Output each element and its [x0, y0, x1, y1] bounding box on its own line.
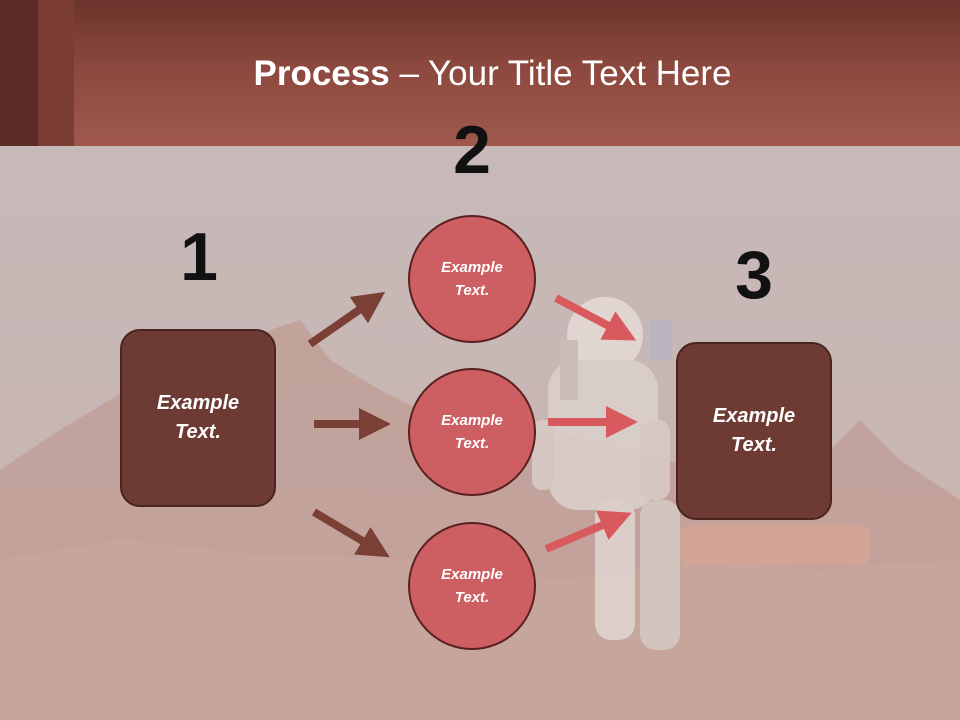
astronaut-figure [532, 297, 680, 650]
step-box-left[interactable]: Example Text. [120, 329, 276, 507]
step-circle-middle-text: Example Text. [441, 412, 503, 452]
step-circle-top[interactable]: Example Text. [408, 215, 536, 343]
step-circle-bottom-text: Example Text. [441, 566, 503, 606]
step-box-right[interactable]: Example Text. [676, 342, 832, 520]
arrow-left-to-top [307, 291, 386, 348]
step-number-2: 2 [453, 112, 491, 188]
step-box-left-text: Example Text. [156, 392, 240, 443]
banner-accent [38, 0, 74, 146]
step-circle-bottom[interactable]: Example Text. [408, 522, 536, 650]
step-number-3: 3 [735, 237, 773, 313]
slide-title: Process – Your Title Text Here [0, 52, 960, 96]
step-circle-top-text: Example Text. [441, 259, 503, 299]
title-bold: Process [253, 54, 390, 93]
arrow-bottom-to-right [544, 510, 632, 553]
banner-accent-dark [0, 0, 38, 146]
title-rest: – Your Title Text Here [389, 54, 732, 93]
step-circle-middle[interactable]: Example Text. [408, 368, 536, 496]
step-number-1: 1 [180, 219, 218, 295]
title-banner [0, 0, 960, 146]
arrow-top-to-right [554, 294, 637, 341]
step-box-right-text: Example Text. [712, 405, 796, 456]
arrow-left-to-bottom [311, 508, 390, 558]
